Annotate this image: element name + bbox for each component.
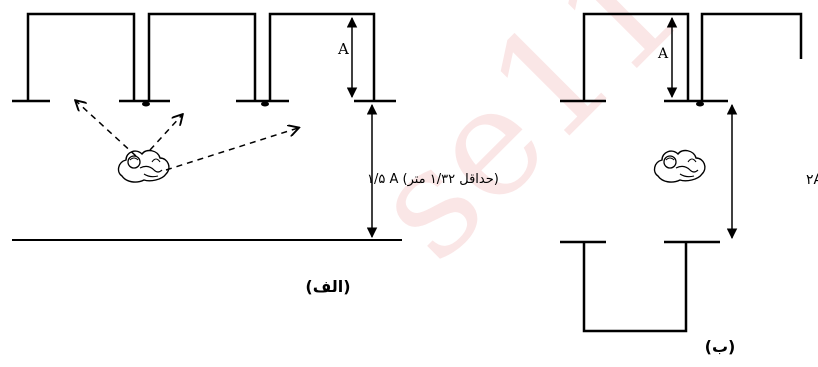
label-corridor-width: ۱/۵ تا ۲A xyxy=(806,172,818,188)
label-room-height: A xyxy=(657,46,669,62)
label-corridor-width: ۱/۵ A (حداقل ۱/۳۲ متر) xyxy=(367,172,499,187)
person-in-bed-icon xyxy=(653,149,706,183)
caption-panel-a: (الف) xyxy=(305,277,350,296)
watermark-text: se118.com xyxy=(339,0,818,293)
label-room-height: A xyxy=(337,40,349,58)
room-outline xyxy=(700,12,803,101)
person-in-bed-icon xyxy=(117,149,170,183)
panel-a xyxy=(12,12,402,241)
room-outline xyxy=(147,12,257,101)
door-swing-marks xyxy=(696,101,704,107)
caption-panel-b: (ب) xyxy=(705,337,736,356)
room-outline xyxy=(582,242,688,333)
panel-b xyxy=(560,12,803,333)
sight-lines xyxy=(76,101,298,171)
room-outline xyxy=(26,12,136,101)
room-outline xyxy=(268,12,376,101)
door-swing-marks xyxy=(142,101,269,107)
room-outline xyxy=(582,12,690,101)
